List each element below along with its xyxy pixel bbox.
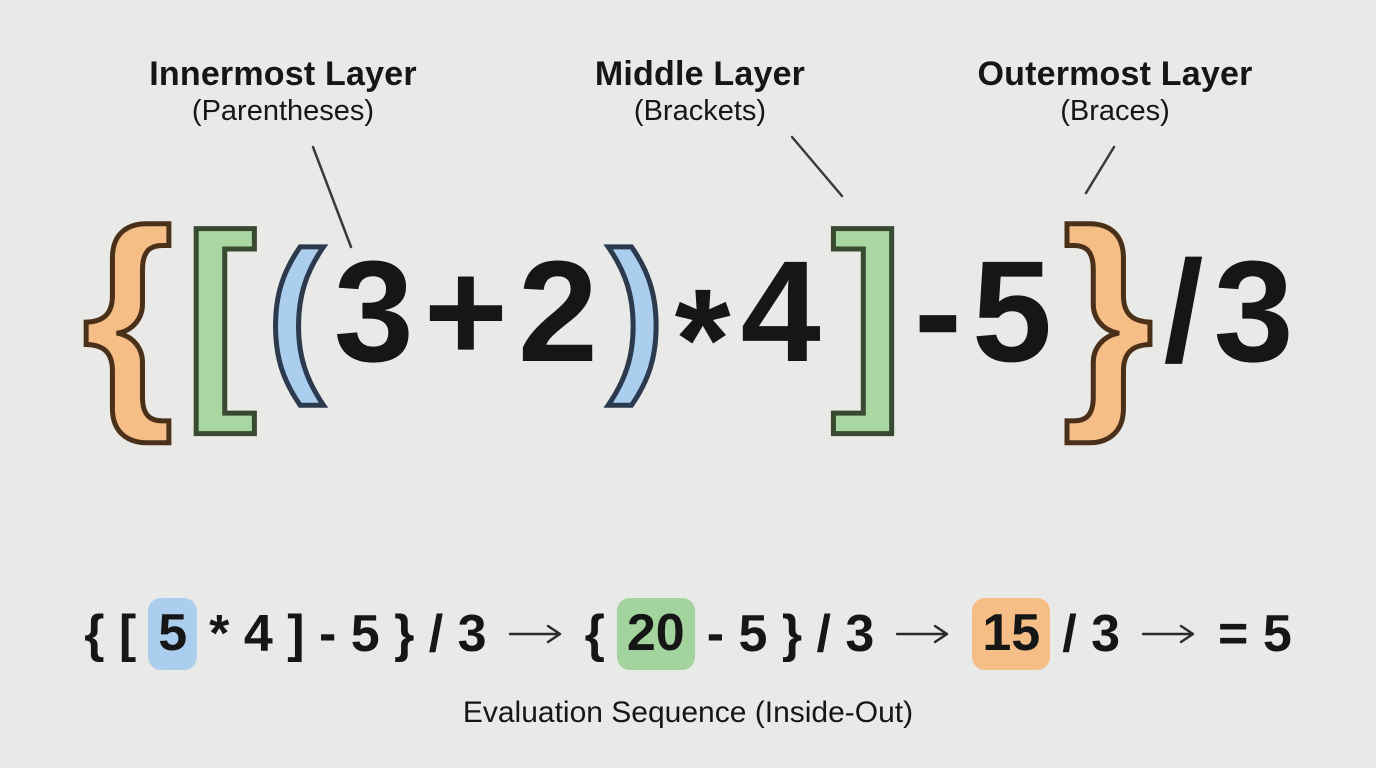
sequence-result: = 5	[1218, 608, 1292, 660]
label-middle-layer: Middle Layer (Brackets)	[530, 54, 870, 128]
sequence-step-1: { [ 5 * 4 ] - 5 } / 3	[84, 598, 487, 670]
label-outermost-subtitle: (Braces)	[1060, 95, 1170, 127]
label-innermost-layer: Innermost Layer (Parentheses)	[113, 54, 453, 128]
operand-5: 5	[971, 231, 1053, 392]
arrow-right-icon	[896, 624, 949, 644]
step1-highlight-5: 5	[148, 598, 198, 670]
close-brace-symbol: }	[1060, 180, 1156, 444]
step1-pre: { [	[84, 605, 137, 663]
operand-3: 3	[333, 231, 414, 392]
label-middle-subtitle: (Brackets)	[633, 95, 767, 127]
evaluation-sequence: { [ 5 * 4 ] - 5 } / 3 { 20 - 5 } / 3 15 …	[0, 592, 1376, 676]
result-value: = 5	[1218, 605, 1292, 663]
step2-pre: {	[584, 605, 605, 663]
operand-3-divisor: 3	[1213, 231, 1294, 392]
label-outermost-title: Outermost Layer	[977, 55, 1253, 93]
sequence-step-2: { 20 - 5 } / 3	[584, 598, 875, 670]
label-innermost-subtitle: (Parentheses)	[191, 95, 375, 127]
operand-4: 4	[740, 231, 821, 392]
minus-operator: -	[914, 231, 962, 392]
plus-operator: +	[423, 231, 508, 392]
step2-highlight-20: 20	[616, 598, 695, 670]
step1-post: * 4 ] - 5 } / 3	[209, 605, 487, 663]
step3-highlight-15: 15	[972, 598, 1051, 670]
open-bracket-symbol: [	[181, 189, 259, 435]
arrow-right-icon	[1141, 624, 1195, 644]
label-middle-title: Middle Layer	[594, 55, 806, 93]
divide-operator: /	[1163, 231, 1204, 392]
open-paren-symbol: (	[265, 217, 327, 407]
main-expression: { [ ( 3 + 2 ) * 4 ] - 5 } / 3	[0, 192, 1376, 432]
label-outermost-layer: Outermost Layer (Braces)	[945, 54, 1285, 128]
close-paren-symbol: )	[606, 217, 668, 407]
close-bracket-symbol: ]	[828, 189, 906, 435]
step3-post: / 3	[1062, 605, 1121, 663]
multiply-operator: *	[674, 259, 731, 420]
sequence-step-3: 15 / 3	[972, 598, 1120, 670]
arrow-right-icon	[508, 624, 561, 644]
pointer-line-brackets	[790, 135, 844, 198]
operand-2: 2	[517, 231, 598, 392]
sequence-caption: Evaluation Sequence (Inside-Out)	[462, 696, 914, 729]
step2-post: - 5 } / 3	[706, 605, 875, 663]
label-innermost-title: Innermost Layer	[149, 55, 417, 93]
open-brace-symbol: {	[80, 180, 176, 444]
